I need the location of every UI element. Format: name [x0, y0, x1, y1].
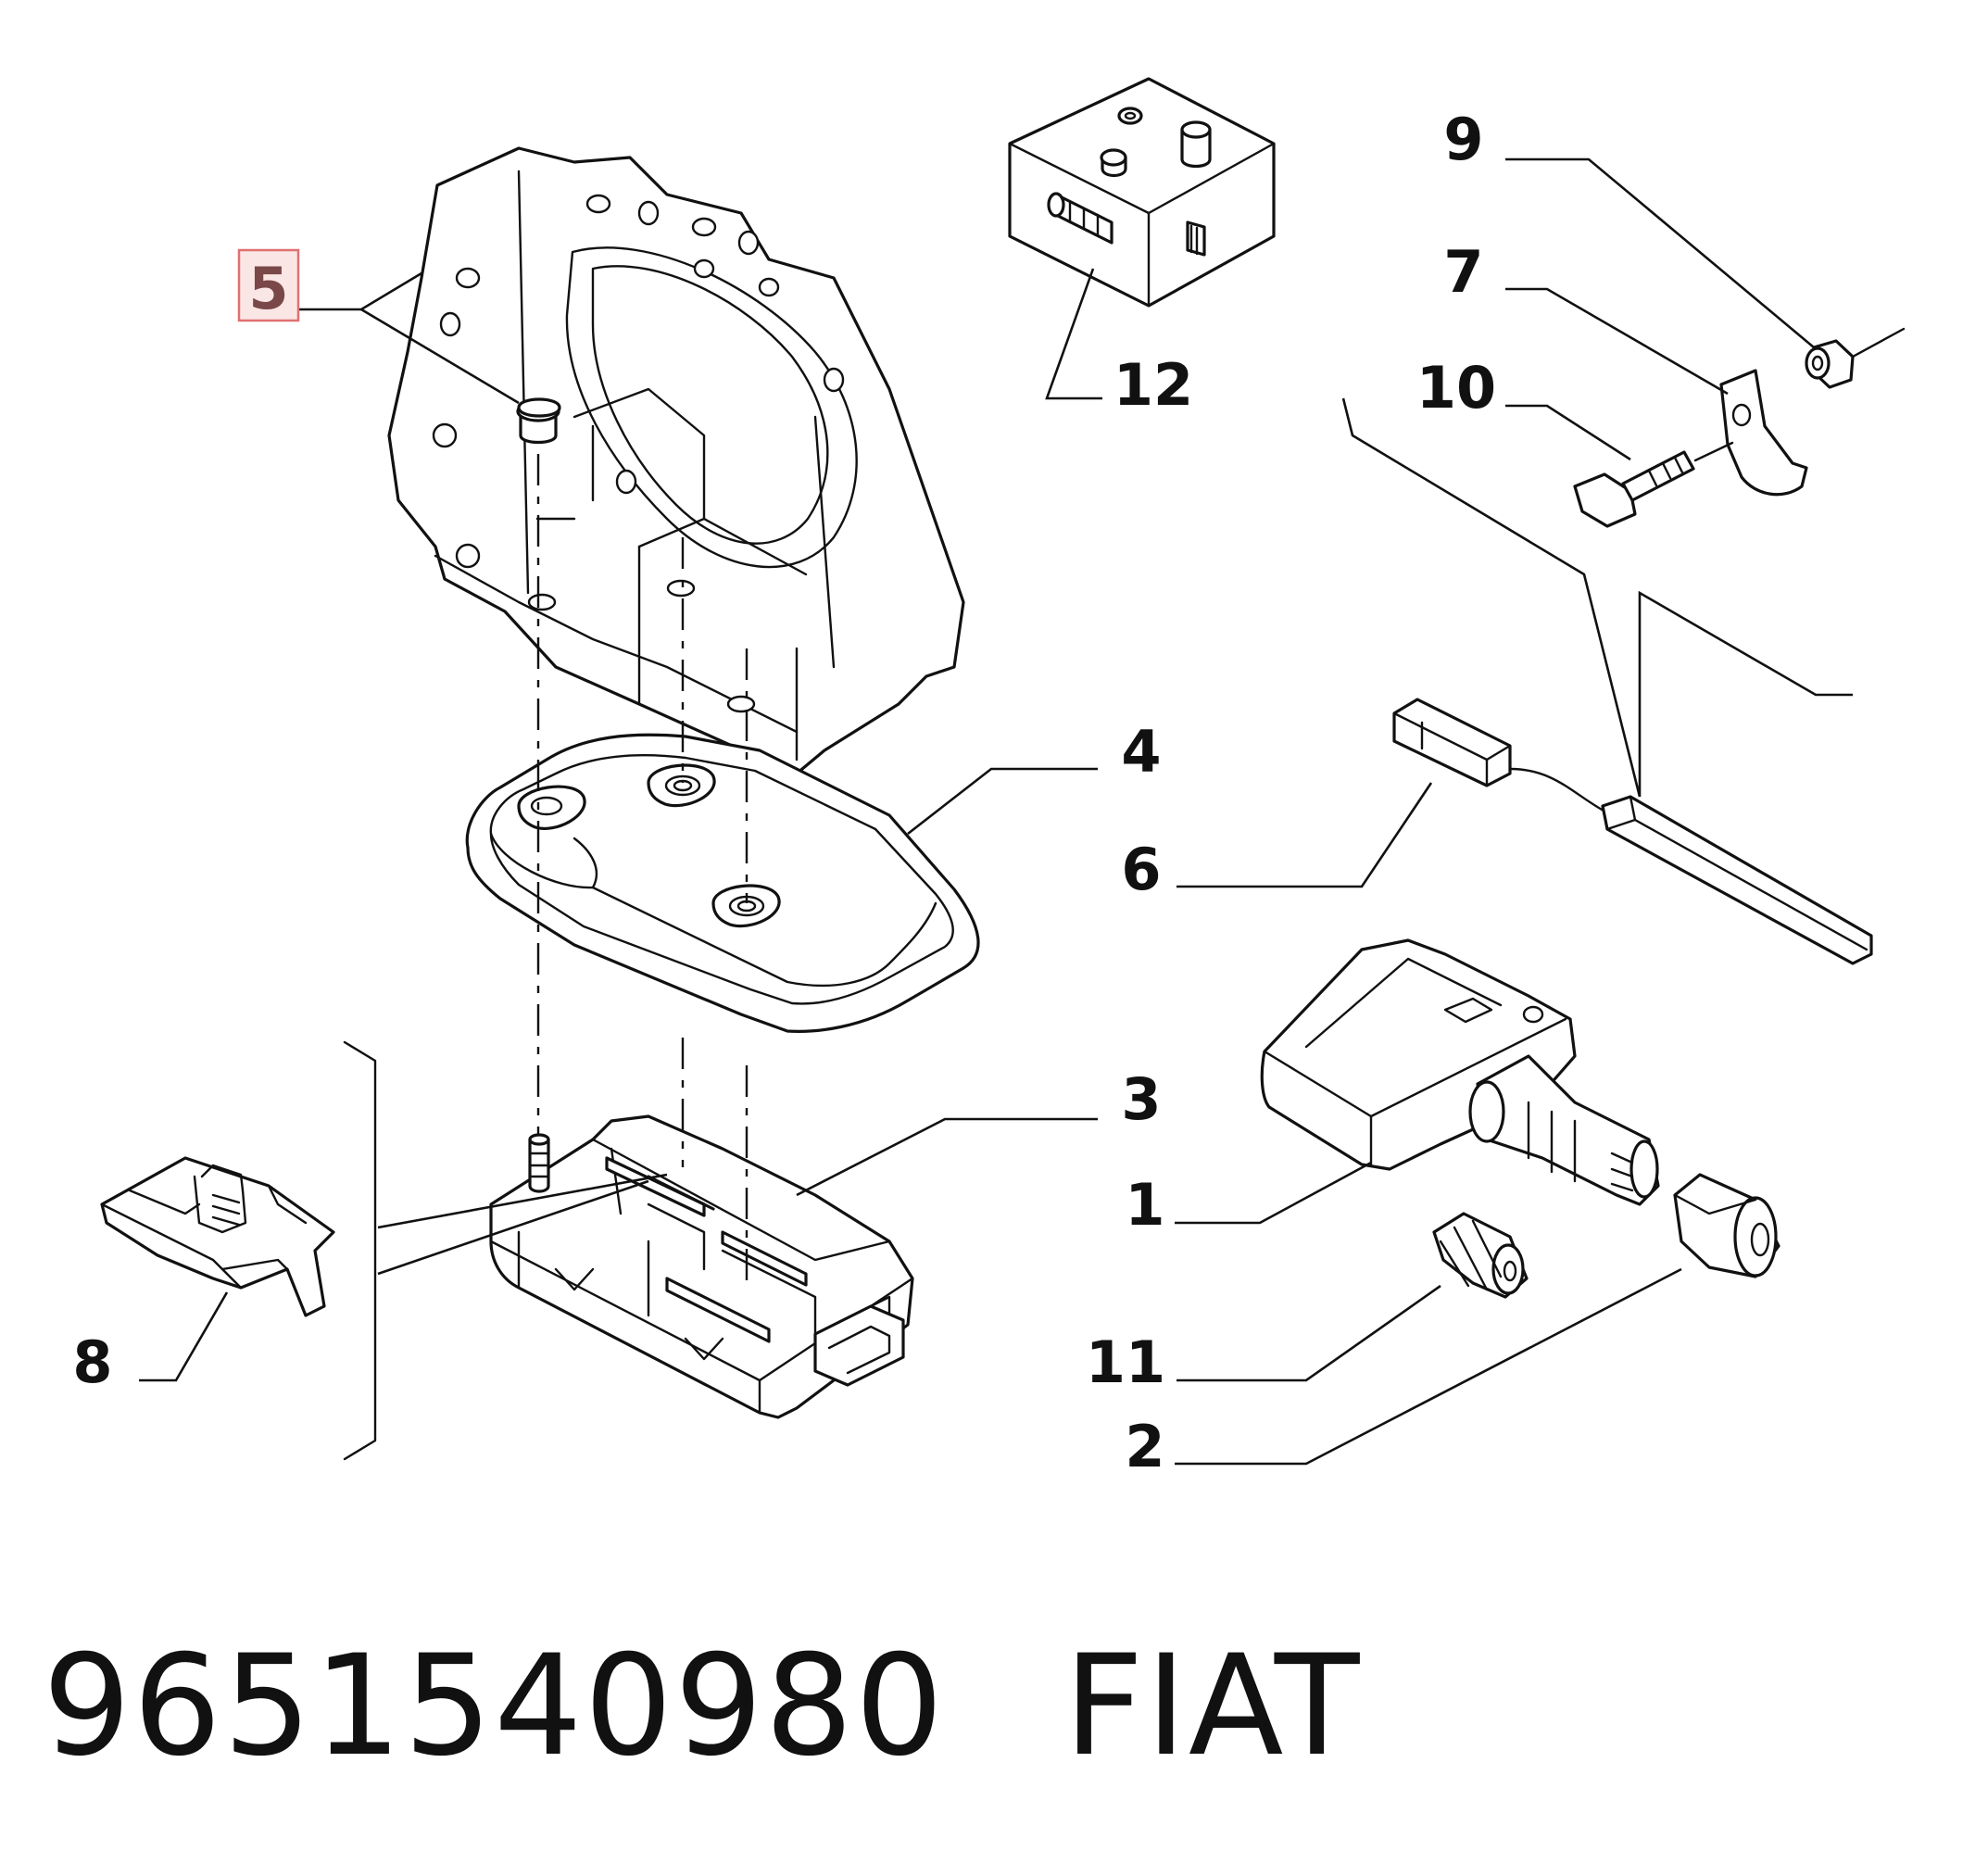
- bracket-left: [343, 1040, 377, 1461]
- callout-9[interactable]: 9: [1443, 106, 1483, 173]
- callout-12[interactable]: 12: [1114, 351, 1193, 419]
- callout-8[interactable]: 8: [72, 1328, 112, 1396]
- callout-10[interactable]: 10: [1416, 354, 1496, 422]
- part-5-bracket: [387, 146, 965, 775]
- part-6-antenna: [1392, 698, 1873, 965]
- callout-3[interactable]: 3: [1121, 1065, 1161, 1133]
- part-3-module: [489, 1114, 914, 1419]
- part-1-tpms-sensor: [1260, 938, 1660, 1206]
- brand-name: FIAT: [1063, 1626, 1362, 1787]
- callout-7[interactable]: 7: [1443, 238, 1483, 306]
- axis-line-9: [1851, 327, 1906, 359]
- callout-4[interactable]: 4: [1121, 718, 1161, 786]
- part-number: 9651540980: [43, 1626, 946, 1787]
- axis-line-10: [1693, 441, 1734, 462]
- callout-1[interactable]: 1: [1125, 1171, 1164, 1239]
- callout-11[interactable]: 11: [1086, 1328, 1165, 1396]
- callout-5[interactable]: 5: [248, 255, 288, 322]
- part-5-plug: [516, 397, 561, 445]
- callout-6[interactable]: 6: [1121, 836, 1161, 903]
- part-11-valve-cap: [1432, 1212, 1529, 1299]
- part-2-sleeve: [1673, 1173, 1780, 1278]
- part-8-clip: [100, 1156, 335, 1317]
- highlight-box-5: [237, 248, 300, 322]
- part-7-clamp: [1719, 369, 1808, 497]
- callout-numbers: 5 12 9 7 10 4 6 3 1 11 2 8: [72, 106, 1496, 1480]
- part-12-kit-box: [1008, 77, 1276, 308]
- part-4-cover: [465, 733, 980, 1033]
- leader-lines: [139, 157, 1853, 1466]
- part-9-nut: [1805, 339, 1855, 389]
- callout-2[interactable]: 2: [1125, 1413, 1164, 1480]
- assembly-dashed-lines: [536, 454, 749, 1288]
- footer-caption: 9651540980 FIAT: [43, 1626, 1361, 1787]
- part-10-bolt: [1573, 450, 1695, 528]
